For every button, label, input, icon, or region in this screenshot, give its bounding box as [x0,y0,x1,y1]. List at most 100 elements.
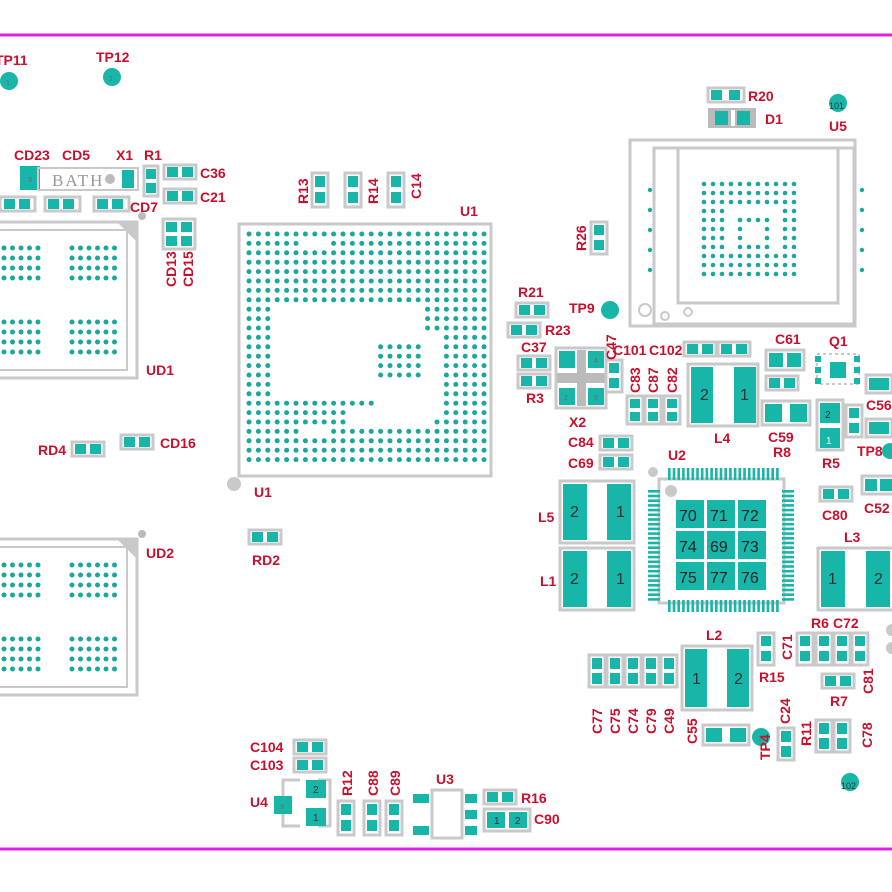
svg-text:CD23: CD23 [14,147,50,163]
component-c104[interactable]: C104 [250,738,328,756]
component-d1[interactable]: D1 [708,108,783,128]
component-rd2[interactable]: RD2 [247,528,283,568]
svg-text:1: 1 [313,813,319,824]
svg-text:L4: L4 [714,430,731,446]
component-c56[interactable]: C56 [844,373,892,439]
component-cd7-row[interactable]: CD7 [0,195,158,215]
ic-u2[interactable]: 70 71 72 74 69 73 75 77 76 U2 [648,447,794,612]
component-rd4[interactable]: RD4 [38,440,106,458]
component-c55[interactable]: C55 [684,718,751,747]
inductor-l2[interactable]: 1 2 L2 [680,627,754,712]
svg-text:BATH: BATH [52,171,104,190]
transistor-q1[interactable]: Q1 [815,333,860,385]
component-c59[interactable]: C59 R8 [760,399,812,460]
component-x1[interactable]: BATH X1 [37,147,139,191]
component-c84[interactable]: C84 [568,434,634,452]
component-r12[interactable]: R12 [336,770,356,837]
test-point-tp11[interactable]: 1 TP11 [0,52,28,90]
test-point-tp9[interactable]: TP9 [569,300,619,319]
svg-text:U3: U3 [436,771,454,787]
svg-text:1: 1 [494,816,500,827]
component-c52[interactable]: C52 [860,474,892,516]
ic-ud2[interactable]: UD2 [0,530,174,697]
component-r14[interactable]: R14 [343,171,381,209]
fiducial-102: 102 [841,773,859,791]
svg-text:R5: R5 [822,455,840,471]
component-r3[interactable]: R3 [516,372,552,406]
svg-text:1: 1 [740,387,749,404]
component-c37[interactable]: C37 [516,339,552,372]
component-c89[interactable]: C89 [384,770,404,837]
svg-text:C52: C52 [864,500,890,516]
test-point-tp8[interactable]: TP8 [857,443,892,459]
ic-u4[interactable]: 3 2 1 U4 [250,778,332,828]
component-c69[interactable]: C69 [568,453,634,471]
ic-u3[interactable]: U3 [413,771,477,840]
svg-text:2: 2 [874,571,883,588]
component-r26[interactable]: R26 [573,220,609,256]
component-c24[interactable]: C24 [776,698,796,762]
svg-text:101: 101 [829,101,844,111]
component-c101-c102-pads[interactable] [682,340,752,358]
component-r16[interactable]: R16 [482,788,547,806]
inductor-l4[interactable]: 2 1 L4 [686,362,760,446]
inductor-l5[interactable]: 2 1 L5 [538,479,636,545]
component-c61[interactable]: C61 [764,331,806,392]
test-point-tp4[interactable]: 1 TP4 [752,728,773,760]
component-r23[interactable]: R23 [506,321,571,339]
ic-u1[interactable]: U1 U1 [227,203,493,500]
test-point-tp12[interactable]: 1 TP12 [96,49,130,86]
component-cd13-cd15[interactable]: CD13 CD15 [161,217,197,287]
svg-text:R15: R15 [759,669,785,685]
svg-text:C37: C37 [521,339,547,355]
inductor-l1[interactable]: 2 1 L1 [540,546,636,612]
svg-text:R12: R12 [339,770,355,796]
component-cd23[interactable]: 3 CD23 [14,147,50,190]
inductor-l3[interactable]: 1 2 L3 [816,529,892,612]
svg-text:2: 2 [734,671,743,688]
component-r15[interactable]: R15 [756,631,785,685]
svg-text:3: 3 [28,177,32,184]
component-x2[interactable]: 4 2 3 X2 [554,346,608,430]
svg-text:CD15: CD15 [180,251,196,287]
component-c90[interactable]: 1 2 C90 [482,807,560,833]
component-c83-c87-c82[interactable]: C83 C87 C82 [625,367,682,426]
component-r21[interactable]: R21 [514,284,550,319]
component-r13[interactable]: R13 [295,171,330,209]
svg-text:CD13: CD13 [163,251,179,287]
component-c80[interactable]: C80 [818,485,854,523]
svg-text:102: 102 [841,781,856,791]
svg-text:C75: C75 [607,708,623,734]
component-c103[interactable]: C103 [250,756,328,774]
svg-text:C84: C84 [568,434,594,450]
svg-text:3: 3 [594,395,598,402]
component-c21[interactable]: C21 [162,187,226,205]
component-r11-c78[interactable]: R11 C78 [798,718,875,754]
component-c47[interactable]: C47 [603,334,624,394]
svg-text:72: 72 [741,508,759,525]
svg-text:CD16: CD16 [160,435,196,451]
svg-text:C80: C80 [822,507,848,523]
svg-text:C36: C36 [200,165,226,181]
svg-text:C83: C83 [627,367,643,393]
component-c14[interactable]: C14 [386,171,424,209]
component-c88[interactable]: C88 [362,770,382,837]
component-cd16[interactable]: CD16 [119,433,196,451]
component-r1[interactable]: R1 [142,147,162,198]
component-c71[interactable]: C71 [779,631,815,667]
svg-text:1: 1 [692,671,701,688]
component-r5[interactable]: 2 1 R5 [815,398,845,471]
svg-text:1: 1 [109,76,113,83]
svg-text:R26: R26 [573,225,589,251]
ic-ud1[interactable]: UD1 [0,212,174,380]
component-r20[interactable]: R20 [706,86,774,104]
ic-u5[interactable]: U5 [628,118,865,328]
component-r6-c72[interactable]: R6 C72 [811,615,870,667]
svg-text:UD1: UD1 [146,362,174,378]
svg-text:C78: C78 [859,722,875,748]
component-r7[interactable]: R7 C81 [820,668,876,709]
component-cap-column[interactable]: C77 C75 C74 C79 C49 [587,653,679,734]
u2-center-pads: 70 71 72 74 69 73 75 77 76 [676,500,766,590]
svg-text:TP9: TP9 [569,300,595,316]
component-c36[interactable]: C36 [162,163,226,181]
